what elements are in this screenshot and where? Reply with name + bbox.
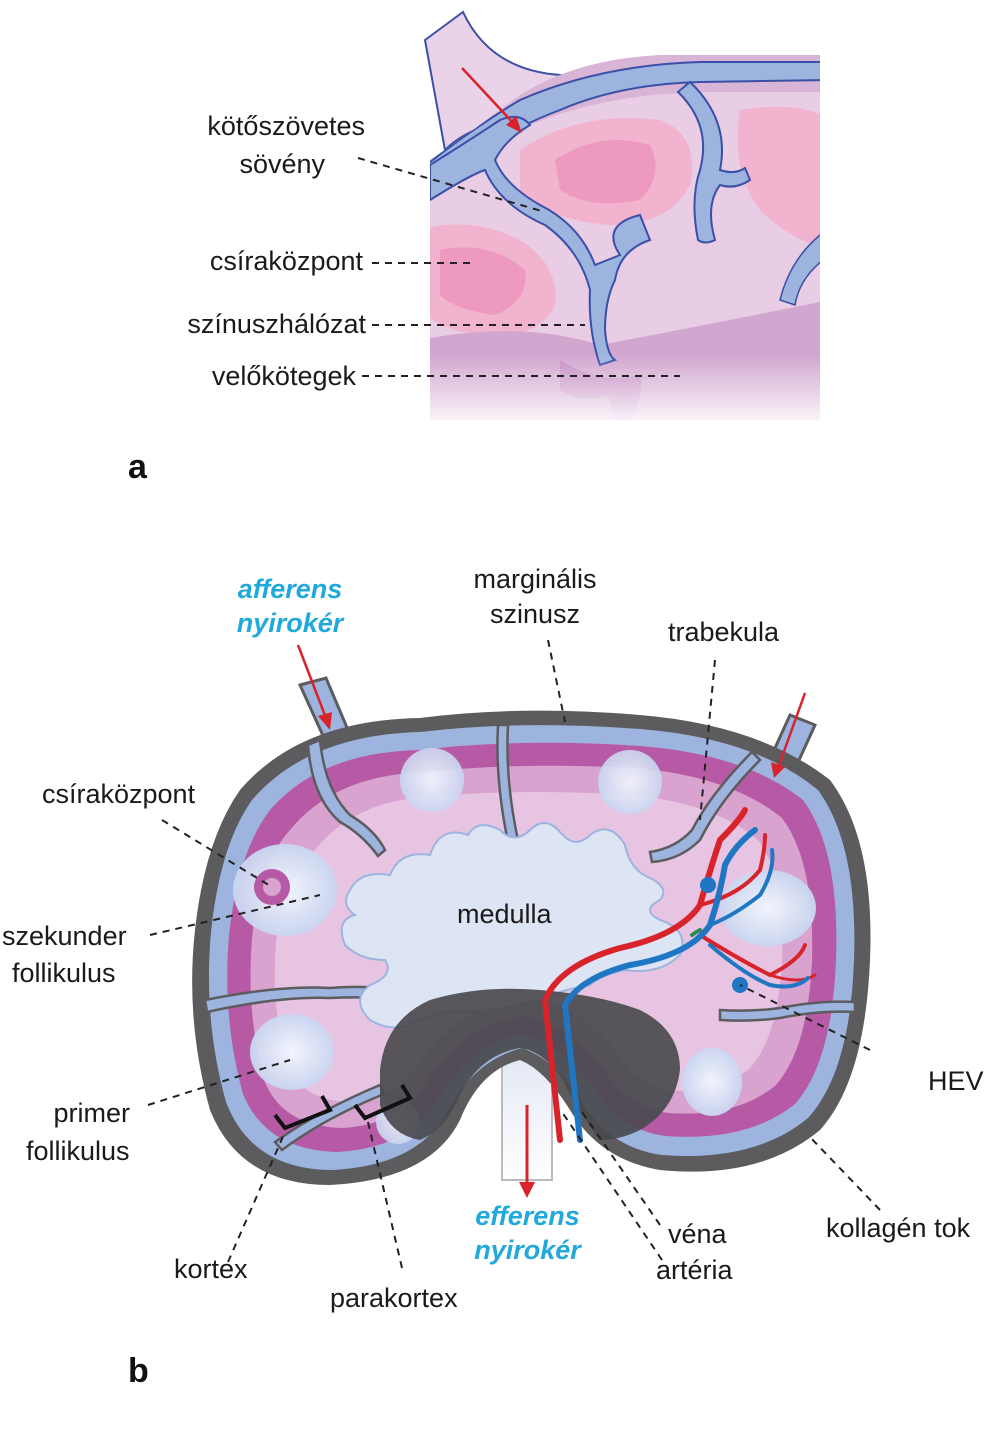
primary-follicle xyxy=(250,1014,334,1090)
label-primary-line2: follikulus xyxy=(26,1136,130,1166)
blood-vessels xyxy=(541,807,817,1143)
label-septum-line2: sövény xyxy=(239,149,325,179)
label-efferent-line2: nyirokér xyxy=(474,1235,581,1265)
label-afferent-line1: afferens xyxy=(237,574,343,604)
label-afferent-line2: nyirokér xyxy=(236,608,344,638)
label-marginal-line2: szinusz xyxy=(489,599,581,629)
panel-b-letter: b xyxy=(128,1352,149,1390)
label-hev: HEV xyxy=(928,1066,984,1096)
hev-node-upper xyxy=(700,877,716,893)
label-marginal-line1: marginális xyxy=(473,564,597,594)
paracortex-region xyxy=(380,988,680,1140)
label-septum-line1: kötőszövetes xyxy=(207,111,365,141)
label-germinal-center-b: csíraközpont xyxy=(42,779,196,809)
trabecula-right-bottom xyxy=(718,1000,857,1022)
label-primary-line1: primer xyxy=(53,1098,130,1128)
panel-a-letter: a xyxy=(128,448,147,486)
cortex-bracket xyxy=(273,1095,333,1131)
trabecula-right xyxy=(648,750,762,864)
label-paracortex: parakortex xyxy=(330,1283,458,1313)
label-sinus-network: színuszhálózat xyxy=(187,309,366,339)
label-capsule: kollagén tok xyxy=(826,1213,971,1243)
label-vein: véna xyxy=(668,1219,727,1249)
label-secondary-line1: szekunder xyxy=(2,921,127,951)
label-efferent-line1: efferens xyxy=(475,1201,580,1231)
trabecula-left-top xyxy=(306,738,387,858)
label-secondary-line2: follikulus xyxy=(12,958,116,988)
follicle-right xyxy=(720,870,816,946)
label-germinal-center-a: csíraközpont xyxy=(209,246,363,276)
label-medullary-cords: velőkötegek xyxy=(211,361,356,391)
paracortex-bracket xyxy=(353,1083,413,1121)
follicle-top-middle xyxy=(598,750,662,814)
label-cortex: kortex xyxy=(174,1254,248,1284)
follicle-bottom-right xyxy=(682,1048,742,1116)
label-artery: artéria xyxy=(656,1255,733,1285)
label-trabecula: trabekula xyxy=(668,617,780,647)
label-medulla: medulla xyxy=(457,899,552,929)
follicle-top-left xyxy=(400,748,464,812)
